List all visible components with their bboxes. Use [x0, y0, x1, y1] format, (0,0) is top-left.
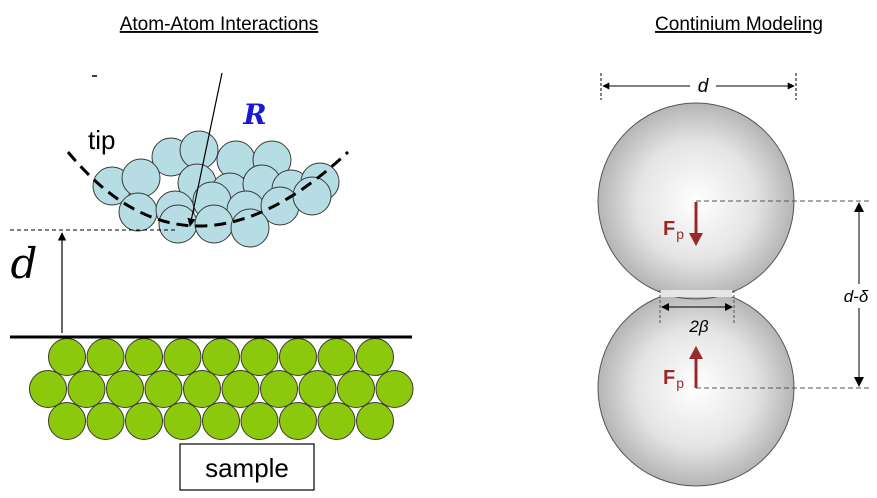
sample-atom: [86, 338, 125, 376]
sample-atom: [375, 370, 414, 408]
upper-force-label: Fp: [663, 218, 684, 242]
tip-atom: [179, 130, 219, 170]
distance-label: d: [11, 239, 38, 288]
contact-arrow-left: [661, 303, 669, 311]
sample-atom: [125, 402, 163, 440]
tip-atom: [292, 176, 332, 216]
tip-atom: [194, 204, 234, 244]
sample-atom: [48, 338, 86, 376]
sample-atom: [221, 370, 260, 408]
tip-atom: [230, 208, 270, 248]
contact-label: 2β: [688, 317, 708, 336]
sample-atom: [356, 338, 394, 376]
sample-atom: [29, 370, 67, 408]
sample-atom: [163, 338, 202, 376]
sample-atom: [337, 370, 375, 408]
tip-atom: [118, 192, 158, 232]
sample-atom: [202, 338, 240, 376]
sample-atom: [279, 402, 317, 440]
overlap-label: d-δ: [844, 287, 869, 306]
sample-atom: [163, 402, 202, 440]
diameter-label: d: [698, 76, 710, 97]
sample-label: sample: [205, 453, 289, 483]
contact-neck: [660, 290, 732, 297]
sample-atom: [317, 402, 356, 440]
tip-label: tip: [88, 125, 115, 155]
upper-force-subscript: p: [676, 226, 684, 242]
upper-force-symbol: F: [663, 218, 675, 240]
tip-atom: [121, 158, 161, 198]
sample-atom: [144, 370, 183, 408]
sample-atom: [202, 402, 240, 440]
sample-atom: [106, 370, 144, 408]
sample-atom: [67, 370, 106, 408]
sample-atom: [86, 402, 125, 440]
sample-atom: [125, 338, 163, 376]
radius-label: R: [242, 98, 266, 131]
tip-profile-curve: [66, 150, 350, 228]
upper-force-arrow-head: [689, 233, 703, 246]
sample-box: [179, 443, 315, 491]
sample-atom: [48, 402, 86, 440]
lower-force-symbol: F: [663, 367, 675, 389]
overlap-arrow-top: [854, 202, 864, 212]
overlap-arrow-bottom: [854, 377, 864, 387]
radius-line: [187, 72, 223, 227]
sample-atom: [317, 338, 356, 376]
sample-atoms: [29, 338, 414, 440]
sample-atom: [240, 338, 279, 376]
contact-arrow-right: [725, 303, 733, 311]
lower-force-subscript: p: [676, 375, 684, 391]
tip-atoms: [92, 130, 340, 248]
left-panel-title: Atom-Atom Interactions: [120, 14, 319, 35]
right-panel-title: Continium Modeling: [655, 14, 823, 35]
sample-atom: [356, 402, 394, 440]
sample-atom: [279, 338, 317, 376]
sample-atom: [183, 370, 221, 408]
sample-atom: [240, 402, 279, 440]
lower-force-arrow-head: [689, 346, 703, 359]
overlap-label-bg: [836, 284, 876, 308]
lower-force-label: Fp: [663, 367, 684, 391]
sample-atom: [260, 370, 298, 408]
sample-atom: [298, 370, 337, 408]
